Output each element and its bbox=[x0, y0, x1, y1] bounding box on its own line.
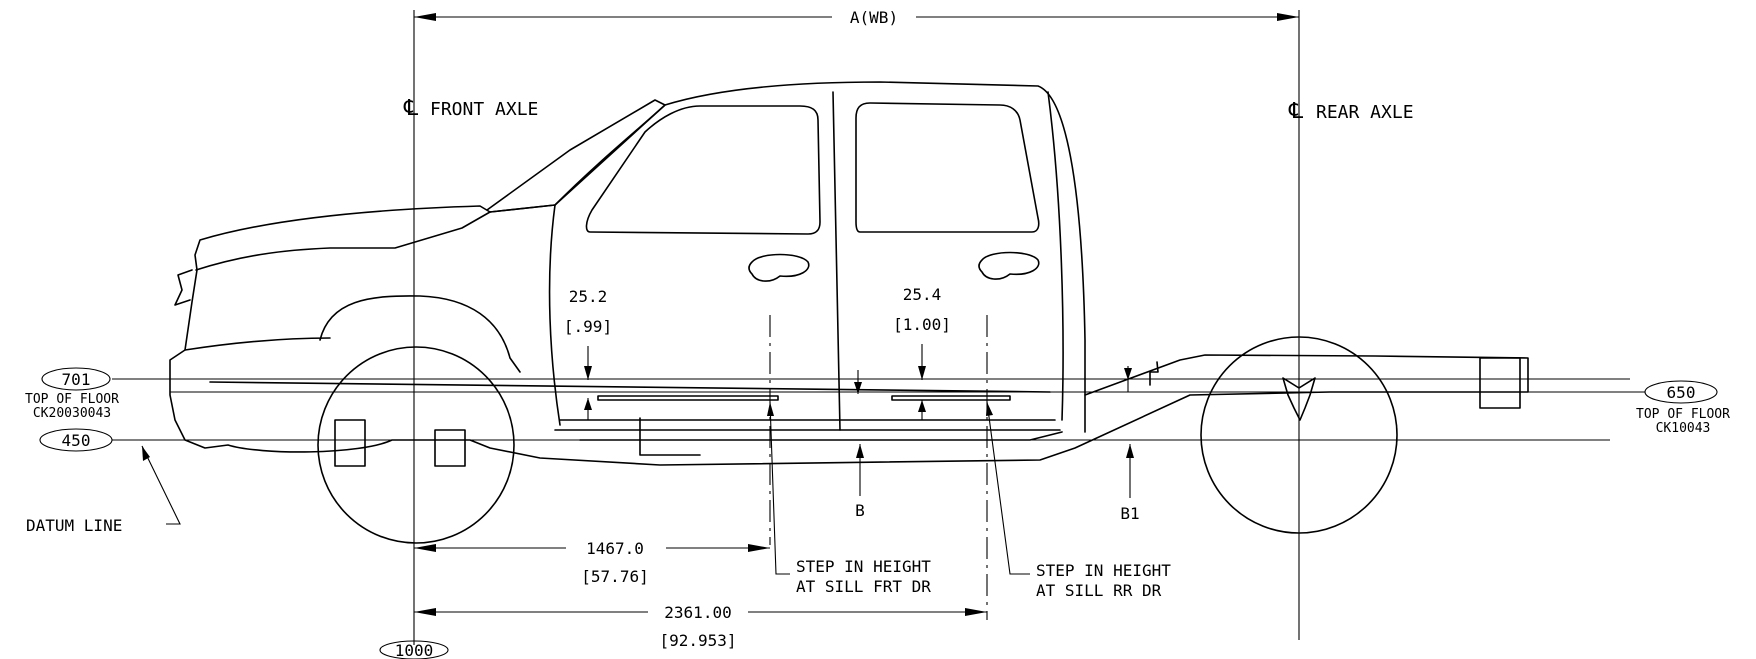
rear-step-mm: 25.4 bbox=[903, 285, 942, 304]
height-ticks bbox=[854, 366, 1132, 394]
front-axle-cl-symbol: ℄ bbox=[403, 96, 419, 121]
step-height-rear: 25.4 [1.00] bbox=[893, 285, 951, 420]
front-sill-in: [57.76] bbox=[581, 567, 648, 586]
ref-bubble-650: 650 TOP OF FLOOR CK10043 bbox=[1636, 380, 1730, 436]
point-b-marker: B bbox=[855, 444, 865, 520]
front-sill-dimension: 1467.0 [57.76] bbox=[414, 539, 770, 586]
rear-door-handle bbox=[978, 251, 1040, 280]
rear-sill-dimension: 2361.00 [92.953] bbox=[414, 603, 987, 650]
point-b1-marker: B1 bbox=[1120, 444, 1140, 523]
step-front-note: STEP IN HEIGHT AT SILL FRT DR bbox=[767, 401, 931, 596]
axle-labels: ℄ FRONT AXLE ℄ REAR AXLE bbox=[403, 96, 1414, 124]
front-suspension-left bbox=[334, 419, 366, 467]
floor-front-line1: TOP OF FLOOR bbox=[25, 392, 119, 407]
rear-step-bar bbox=[891, 395, 1011, 401]
front-step-in: [.99] bbox=[564, 317, 612, 336]
rear-step-in: [1.00] bbox=[893, 315, 951, 334]
axle-centerlines bbox=[413, 10, 1300, 645]
datum-line-note: DATUM LINE bbox=[26, 445, 181, 535]
svg-text:1000: 1000 bbox=[395, 641, 434, 659]
rear-wheel bbox=[1200, 336, 1398, 534]
front-wheel bbox=[317, 346, 515, 544]
front-door-handle bbox=[748, 253, 810, 282]
svg-text:701: 701 bbox=[62, 370, 91, 389]
rear-shock bbox=[1282, 377, 1316, 421]
ref-bubble-450: 450 bbox=[39, 428, 113, 452]
rear-axle-cl-symbol: ℄ bbox=[1288, 99, 1304, 124]
wheels bbox=[317, 336, 1398, 544]
svg-text:650: 650 bbox=[1667, 383, 1696, 402]
point-b-label: B bbox=[855, 501, 865, 520]
step-front-line2: AT SILL FRT DR bbox=[796, 577, 931, 596]
step-rear-line2: AT SILL RR DR bbox=[1036, 581, 1162, 600]
step-front-line1: STEP IN HEIGHT bbox=[796, 557, 931, 576]
floor-rear-line1: TOP OF FLOOR bbox=[1636, 407, 1730, 422]
reference-lines bbox=[112, 378, 1645, 441]
floor-rear-line2: CK10043 bbox=[1656, 421, 1711, 436]
rear-door-outline bbox=[1047, 91, 1064, 421]
front-sill-mm: 1467.0 bbox=[586, 539, 644, 558]
datum-line-label: DATUM LINE bbox=[26, 516, 122, 535]
front-window bbox=[585, 105, 821, 235]
front-step-mm: 25.2 bbox=[569, 287, 608, 306]
rear-axle-label: REAR AXLE bbox=[1316, 102, 1414, 123]
rear-sill-mm: 2361.00 bbox=[664, 603, 731, 622]
floor-front-line2: CK20030043 bbox=[33, 406, 111, 421]
point-b1-label: B1 bbox=[1120, 504, 1139, 523]
rear-window bbox=[855, 102, 1040, 233]
windshield bbox=[486, 99, 666, 213]
b-pillar bbox=[832, 91, 841, 431]
step-rear-line1: STEP IN HEIGHT bbox=[1036, 561, 1171, 580]
wheelbase-label: A(WB) bbox=[850, 8, 898, 27]
step-height-front: 25.2 [.99] bbox=[564, 287, 612, 420]
ref-bubble-1000: 1000 bbox=[379, 640, 449, 659]
wheelbase-dimension: A(WB) bbox=[414, 8, 1299, 27]
truck-body-outline bbox=[169, 81, 1529, 466]
front-axle-label: FRONT AXLE bbox=[430, 99, 538, 120]
truck-cab bbox=[486, 91, 1064, 431]
step-rear-note: STEP IN HEIGHT AT SILL RR DR bbox=[986, 401, 1171, 600]
front-step-bar bbox=[597, 395, 779, 401]
svg-text:450: 450 bbox=[62, 431, 91, 450]
ref-bubble-701: 701 TOP OF FLOOR CK20030043 bbox=[25, 367, 119, 421]
front-suspension-right bbox=[434, 429, 466, 467]
front-door-outline bbox=[548, 204, 561, 426]
rear-sill-in: [92.953] bbox=[659, 631, 736, 650]
truck-profile bbox=[169, 81, 1529, 466]
